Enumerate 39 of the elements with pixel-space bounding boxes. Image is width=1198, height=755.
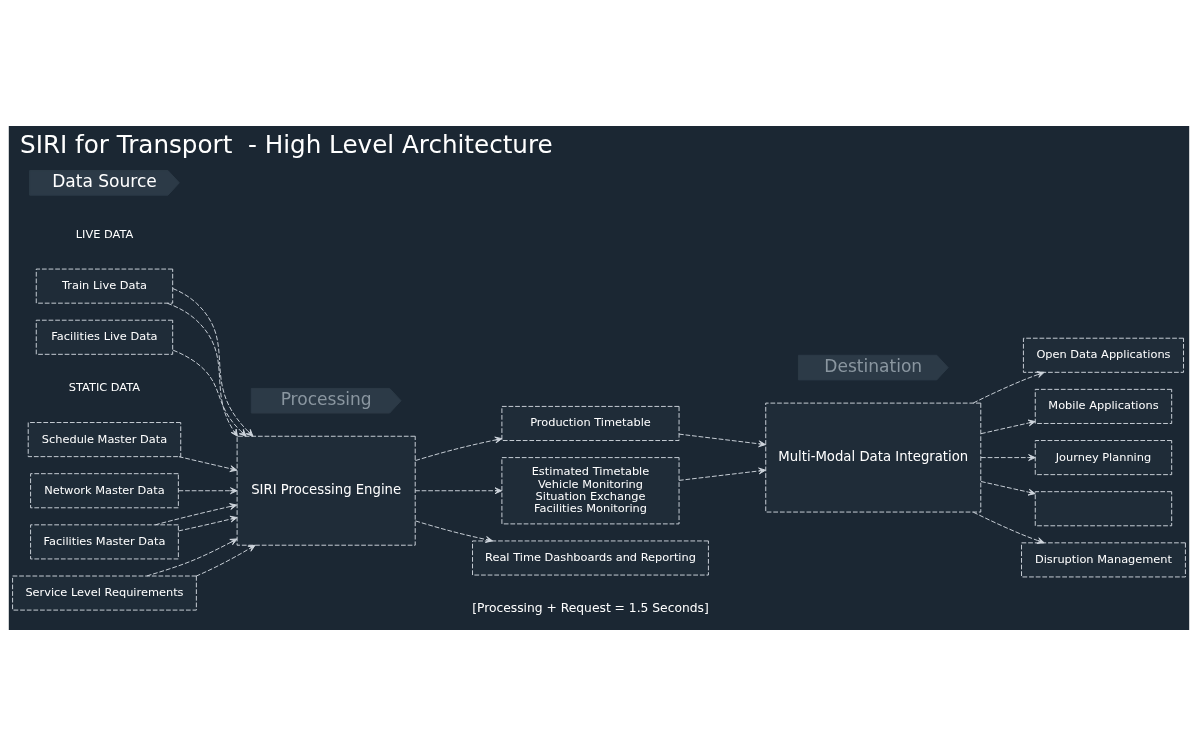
node-box: Network Master Data bbox=[30, 472, 179, 508]
node-box: Schedule Master Data bbox=[27, 421, 182, 457]
node-box: Journey Planning bbox=[1034, 439, 1173, 475]
arrow bbox=[678, 467, 766, 481]
arrow bbox=[178, 455, 238, 472]
arrow bbox=[172, 287, 254, 437]
arrow bbox=[980, 453, 1036, 461]
arrow bbox=[972, 370, 1045, 403]
arrow bbox=[414, 519, 493, 543]
node-box: Estimated Timetable Vehicle Monitoring Situation Exchange Facilities Monitoring bbox=[501, 456, 680, 524]
label: STATIC DATA bbox=[68, 379, 141, 394]
caption: [Processing + Request = 1.5 Seconds] bbox=[472, 600, 709, 615]
arrow bbox=[154, 502, 238, 525]
node-box: Multi-Modal Data Integration bbox=[765, 402, 982, 513]
arrow bbox=[414, 486, 503, 494]
arrow bbox=[414, 436, 503, 461]
diagram-title: SIRI for Transport - High Level Architecture bbox=[20, 129, 553, 159]
arrow bbox=[972, 511, 1045, 544]
arrow bbox=[166, 302, 238, 437]
node-box: Facilities Live Data bbox=[35, 319, 174, 355]
node-box: Train Live Data bbox=[35, 268, 174, 304]
node-box: Production Timetable bbox=[501, 405, 680, 441]
node-box bbox=[1034, 490, 1173, 526]
node-box: Disruption Management bbox=[1021, 541, 1186, 577]
arrow bbox=[980, 480, 1036, 496]
arrow bbox=[178, 515, 238, 531]
node-box: Real Time Dashboards and Reporting bbox=[472, 539, 709, 576]
arrow bbox=[172, 349, 247, 437]
node-box: Facilities Master Data bbox=[30, 523, 179, 559]
arrow bbox=[980, 419, 1036, 434]
arrow bbox=[178, 486, 238, 494]
arrow bbox=[195, 544, 256, 577]
arrow bbox=[678, 433, 766, 447]
node-box: SIRI Processing Engine bbox=[236, 435, 416, 546]
node-box: Open Data Applications bbox=[1022, 337, 1184, 373]
node-box: Mobile Applications bbox=[1034, 388, 1173, 424]
node-box: Service Level Requirements bbox=[12, 575, 197, 611]
arrow bbox=[146, 537, 238, 576]
label: LIVE DATA bbox=[75, 226, 134, 241]
